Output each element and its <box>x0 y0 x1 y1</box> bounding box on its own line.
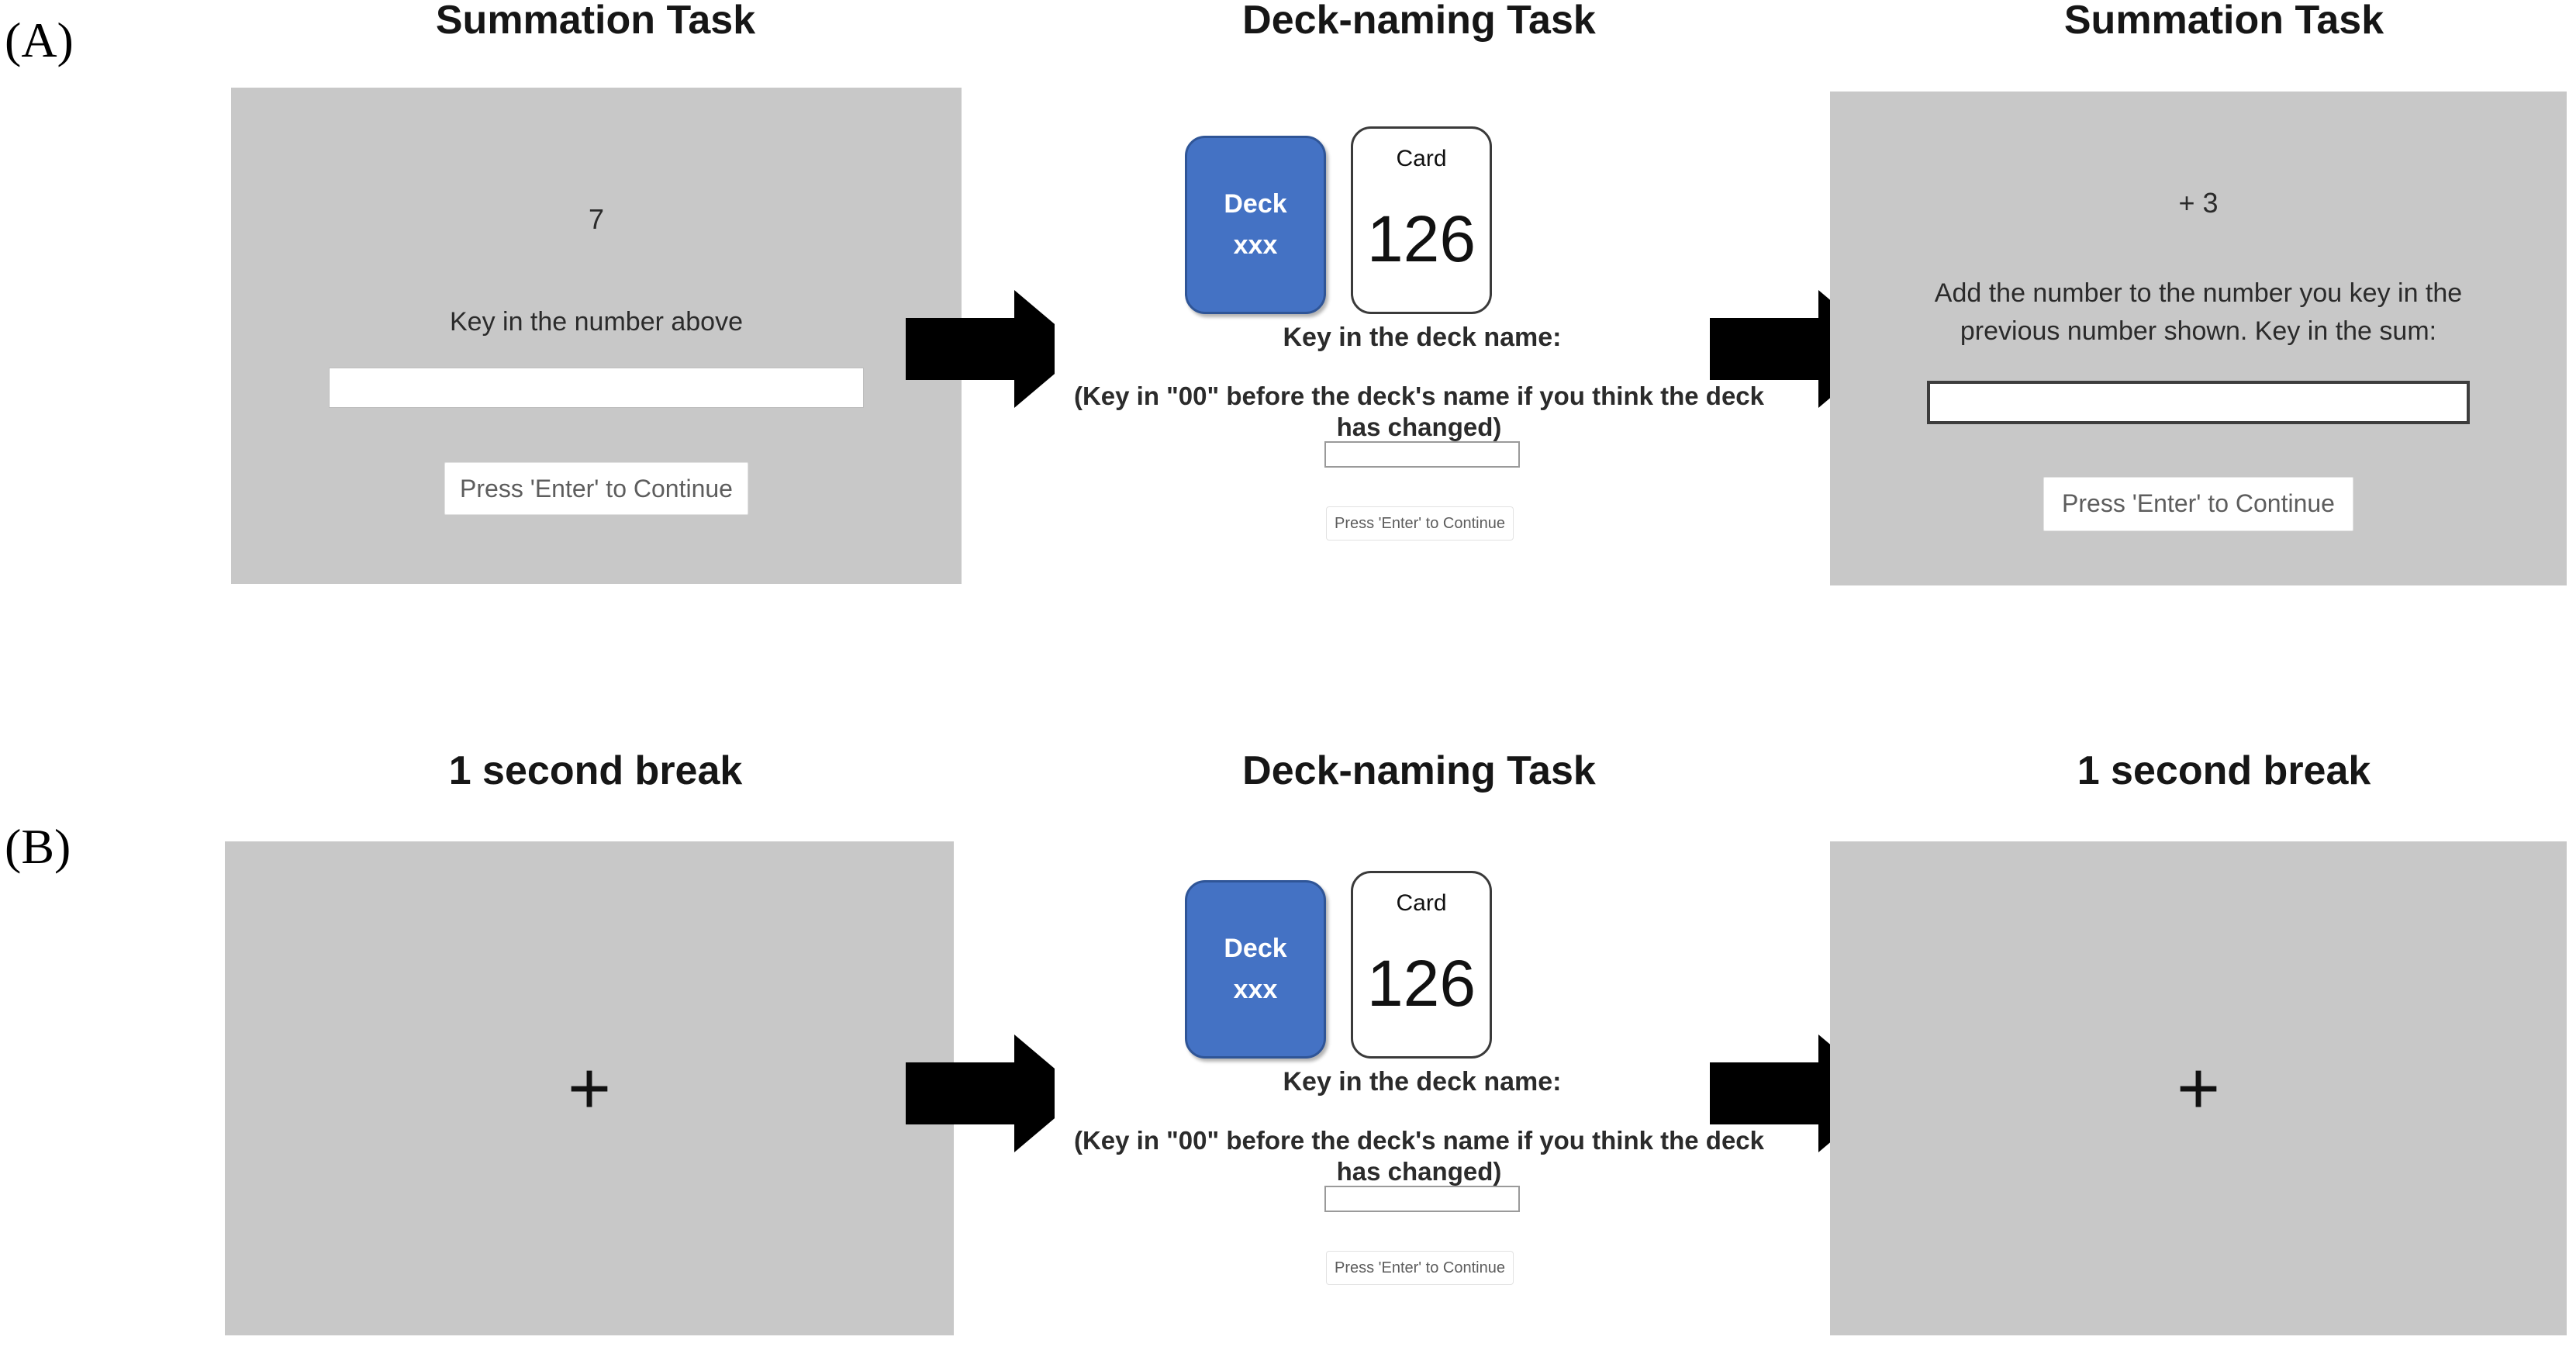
deck-change-hint-line1: (Key in "00" before the deck's name if y… <box>1073 1126 1765 1155</box>
summation-answer-input[interactable] <box>329 368 864 409</box>
column-title-b2: Deck-naming Task <box>1242 748 1596 793</box>
summation-number: 7 <box>588 203 605 235</box>
drawn-card-number: 126 <box>1366 202 1476 275</box>
deck-card[interactable]: Deck xxx <box>1185 880 1326 1059</box>
column-title-a2: Deck-naming Task <box>1242 0 1596 43</box>
deck-name-prompt: Key in the deck name: <box>1283 323 1562 352</box>
summation-screen-a1: 7 Key in the number above Press 'Enter' … <box>231 88 962 584</box>
summation-screen-content: + 3 Add the number to the number you key… <box>1830 92 2567 585</box>
deck-naming-screen-a2: Deck xxx Card 126 Key in the deck name: … <box>1055 88 1784 584</box>
drawn-card: Card 126 <box>1351 126 1492 314</box>
right-block-arrow-icon <box>906 1031 1084 1155</box>
summation-prompt-line2: previous number shown. Key in the sum: <box>1960 316 2437 347</box>
deck-card-name: xxx <box>1233 230 1278 260</box>
deck-card-label: Deck <box>1224 189 1287 219</box>
summation-screen-a3: + 3 Add the number to the number you key… <box>1830 92 2567 585</box>
deck-change-hint-line2: has changed) <box>1336 1157 1502 1186</box>
summation-number: + 3 <box>2178 187 2219 219</box>
deck-name-prompt: Key in the deck name: <box>1283 1067 1562 1097</box>
fixation-cross-icon: + <box>567 1046 612 1130</box>
deck-change-hint: (Key in "00" before the deck's name if y… <box>1055 1125 1784 1188</box>
drawn-card-label: Card <box>1396 890 1447 916</box>
summation-prompt: Add the number to the number you key in … <box>1857 275 2540 351</box>
summation-prompt-line1: Add the number to the number you key in … <box>1934 278 2463 308</box>
deck-card-label: Deck <box>1224 934 1287 964</box>
column-title-a3: Summation Task <box>2063 0 2384 43</box>
panel-label-b: (B) <box>5 819 71 874</box>
drawn-card-number: 126 <box>1366 947 1476 1020</box>
drawn-card: Card 126 <box>1351 871 1492 1059</box>
column-title-a1: Summation Task <box>435 0 756 43</box>
deck-card[interactable]: Deck xxx <box>1185 136 1326 314</box>
panel-label-a: (A) <box>5 12 74 67</box>
continue-button[interactable]: Press 'Enter' to Continue <box>1326 1251 1514 1285</box>
break-screen-b3: + <box>1830 841 2567 1335</box>
right-block-arrow-icon <box>906 287 1084 411</box>
break-screen-b1: + <box>225 841 954 1335</box>
continue-button[interactable]: Press 'Enter' to Continue <box>1326 506 1514 541</box>
continue-button[interactable]: Press 'Enter' to Continue <box>444 462 748 516</box>
deck-card-name: xxx <box>1233 975 1278 1004</box>
drawn-card-label: Card <box>1396 146 1447 171</box>
deck-change-hint: (Key in "00" before the deck's name if y… <box>1055 381 1784 444</box>
deck-change-hint-line1: (Key in "00" before the deck's name if y… <box>1073 382 1765 410</box>
summation-prompt: Key in the number above <box>449 307 744 337</box>
deck-name-input[interactable] <box>1324 441 1520 468</box>
summation-answer-input[interactable] <box>1927 380 2470 424</box>
fixation-cross-icon: + <box>2176 1046 2221 1130</box>
deck-naming-screen-b2: Deck xxx Card 126 Key in the deck name: … <box>1055 841 1784 1335</box>
deck-name-input[interactable] <box>1324 1186 1520 1212</box>
summation-screen-content: 7 Key in the number above Press 'Enter' … <box>231 88 962 584</box>
deck-change-hint-line2: has changed) <box>1336 413 1502 442</box>
column-title-b1: 1 second break <box>448 748 743 793</box>
column-title-b3: 1 second break <box>2077 748 2371 793</box>
continue-button[interactable]: Press 'Enter' to Continue <box>2043 476 2353 531</box>
